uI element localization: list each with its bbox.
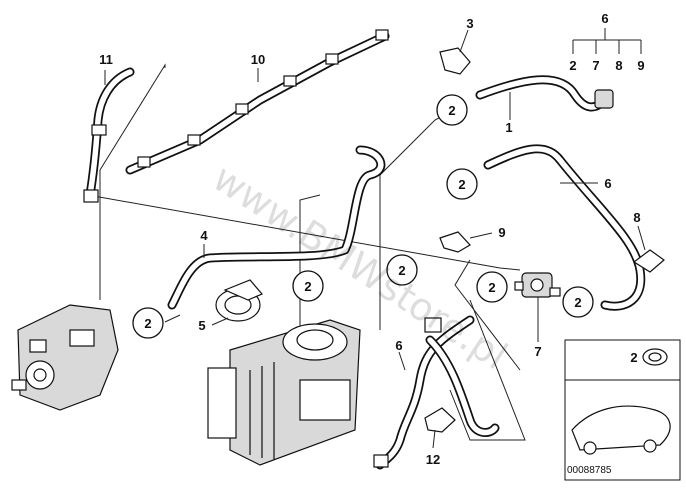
fuel-filter-assembly bbox=[207, 319, 361, 466]
breakdown-bracket bbox=[572, 28, 642, 54]
label-11: 11 bbox=[99, 52, 113, 67]
label-4: 4 bbox=[200, 228, 208, 243]
inset-label: 2 bbox=[630, 350, 637, 365]
hose-part-6-right bbox=[483, 144, 646, 311]
label-3: 3 bbox=[466, 16, 473, 31]
label-10: 10 bbox=[251, 52, 265, 67]
label-6-right: 6 bbox=[604, 176, 611, 191]
valve-part-7 bbox=[514, 272, 561, 298]
leader-lines bbox=[104, 29, 646, 449]
label-6-top: 6 bbox=[601, 11, 608, 26]
callout-2-d: 2 bbox=[398, 263, 405, 278]
breakdown-2: 2 bbox=[569, 58, 576, 73]
breakdown-9: 9 bbox=[637, 58, 644, 73]
clip-part-3 bbox=[439, 47, 471, 75]
label-12: 12 bbox=[426, 452, 440, 467]
diagram-code: 00088785 bbox=[567, 465, 612, 476]
high-pressure-pump bbox=[11, 304, 119, 411]
callout-2-a: 2 bbox=[448, 103, 455, 118]
hose-part-11 bbox=[83, 67, 135, 203]
hose-part-4 bbox=[167, 145, 386, 310]
clip-part-8 bbox=[632, 249, 665, 273]
inset-box bbox=[564, 339, 681, 481]
label-5: 5 bbox=[198, 318, 205, 333]
callout-2-b: 2 bbox=[458, 177, 465, 192]
label-9: 9 bbox=[498, 225, 505, 240]
label-8: 8 bbox=[633, 210, 640, 225]
callout-2-f: 2 bbox=[574, 295, 581, 310]
clip-part-9 bbox=[439, 231, 471, 253]
hose-part-6-lower bbox=[373, 315, 500, 470]
callout-2-c: 2 bbox=[304, 279, 311, 294]
breakdown-8: 8 bbox=[615, 58, 622, 73]
breakdown-7: 7 bbox=[592, 58, 599, 73]
clip-part-12 bbox=[424, 407, 456, 433]
hose-part-1 bbox=[475, 75, 614, 112]
labels: 2 2 2 2 2 2 2 2 1 3 4 5 6 6 6 7 8 9 10 1… bbox=[99, 11, 644, 476]
return-rail-part-10 bbox=[125, 29, 390, 175]
label-6-lower: 6 bbox=[395, 338, 402, 353]
label-1: 1 bbox=[505, 120, 512, 135]
callout-2-e: 2 bbox=[488, 280, 495, 295]
callout-2-g: 2 bbox=[144, 316, 151, 331]
callout-circles bbox=[132, 94, 594, 339]
clip-part-5 bbox=[215, 279, 263, 322]
label-7: 7 bbox=[534, 344, 541, 359]
